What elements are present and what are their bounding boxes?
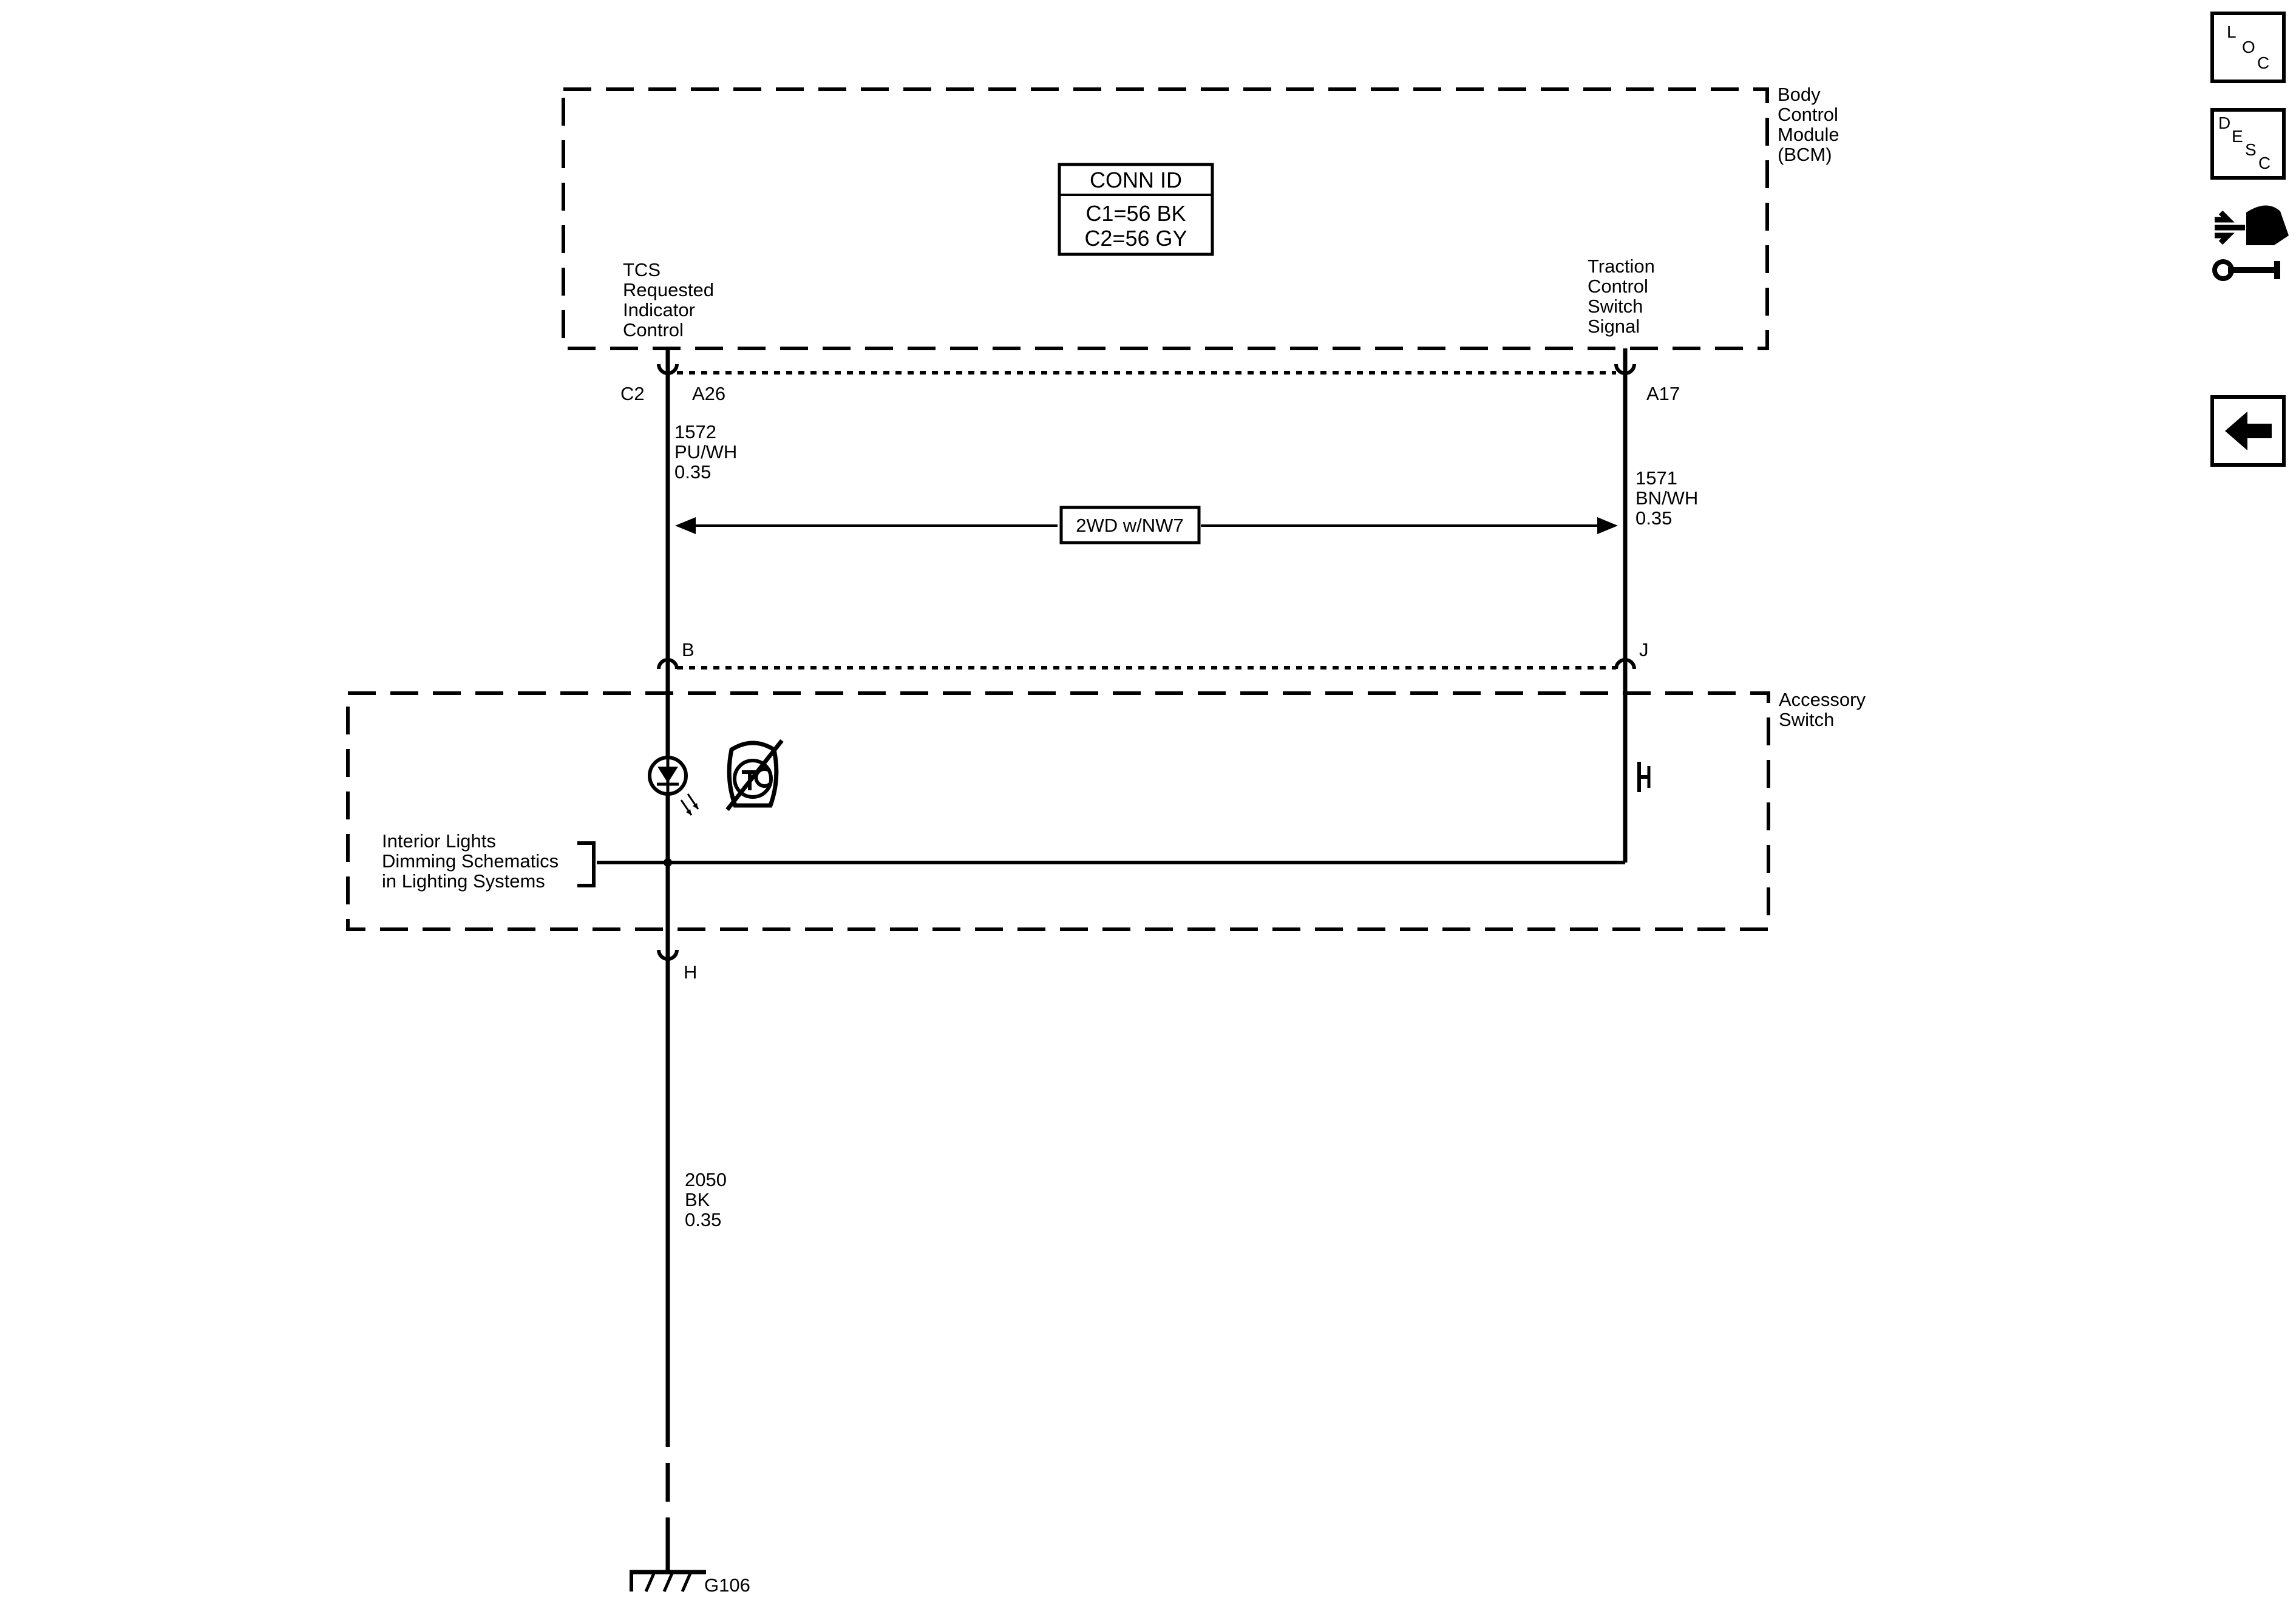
- reference-bracket: [577, 841, 596, 887]
- loc-button[interactable]: L O C: [2210, 12, 2286, 83]
- accessory-switch-box: [346, 691, 1770, 931]
- conn-id-title: CONN ID: [1090, 168, 1182, 192]
- bcm-label: Body Control Module (BCM): [1778, 84, 1844, 165]
- back-arrow-icon: [2225, 412, 2272, 450]
- tcs-indicator-control-label: TCS Requested Indicator Control: [623, 259, 719, 341]
- traction-control-off-icon: [725, 739, 784, 812]
- desc-button[interactable]: D E S C: [2210, 108, 2286, 180]
- ground-g106-label: G106: [704, 1575, 750, 1596]
- pin-h-cup: [657, 949, 679, 961]
- option-2wd-nw7-label: 2WD w/NW7: [1076, 515, 1183, 536]
- pin-b-label: B: [682, 639, 695, 660]
- option-2wd-nw7-arrow: 2WD w/NW7: [675, 506, 1618, 544]
- traction-control-switch-signal-label: Traction Control Switch Signal: [1588, 256, 1660, 337]
- connector-tool-icon[interactable]: [2212, 205, 2289, 281]
- pin-a17-label: A17: [1646, 383, 1680, 404]
- pin-a26-label: A26: [692, 383, 725, 404]
- loc-letter-l: L: [2227, 22, 2237, 41]
- desc-letter-e: E: [2232, 127, 2243, 146]
- splice-dot: [664, 858, 672, 867]
- accessory-switch-label: Accessory Switch: [1779, 689, 1871, 730]
- pin-b-cup: [657, 658, 679, 670]
- pin-j-cup: [1614, 658, 1636, 670]
- back-arrow-button[interactable]: [2210, 395, 2286, 467]
- interior-lights-reference-label[interactable]: Interior Lights Dimming Schematics in Li…: [382, 830, 564, 892]
- traction-switch-contact-icon: [1623, 762, 1651, 863]
- conn-id-c2: C2=56 GY: [1084, 226, 1187, 251]
- pin-h-label: H: [684, 961, 697, 983]
- connector-c2-label: C2: [620, 383, 645, 404]
- bcm-module-box: [562, 87, 1769, 350]
- desc-letter-s: S: [2245, 140, 2257, 159]
- loc-letter-o: O: [2242, 38, 2255, 56]
- loc-letter-c: C: [2257, 53, 2269, 72]
- conn-id-c1: C1=56 BK: [1085, 201, 1186, 226]
- led-indicator-icon: [648, 756, 699, 816]
- wire-2050-label: 2050 BK 0.35: [685, 1169, 732, 1230]
- ground-symbol-icon: [630, 1548, 706, 1593]
- wire-1572-label: 1572 PU/WH 0.35: [674, 421, 742, 483]
- desc-letter-c: C: [2258, 154, 2271, 172]
- wire-1571-label: 1571 BN/WH 0.35: [1635, 467, 1703, 529]
- desc-letter-d: D: [2218, 114, 2230, 132]
- pin-j-label: J: [1639, 639, 1649, 660]
- conn-id-table: CONN ID C1=56 BK C2=56 GY: [1058, 163, 1214, 256]
